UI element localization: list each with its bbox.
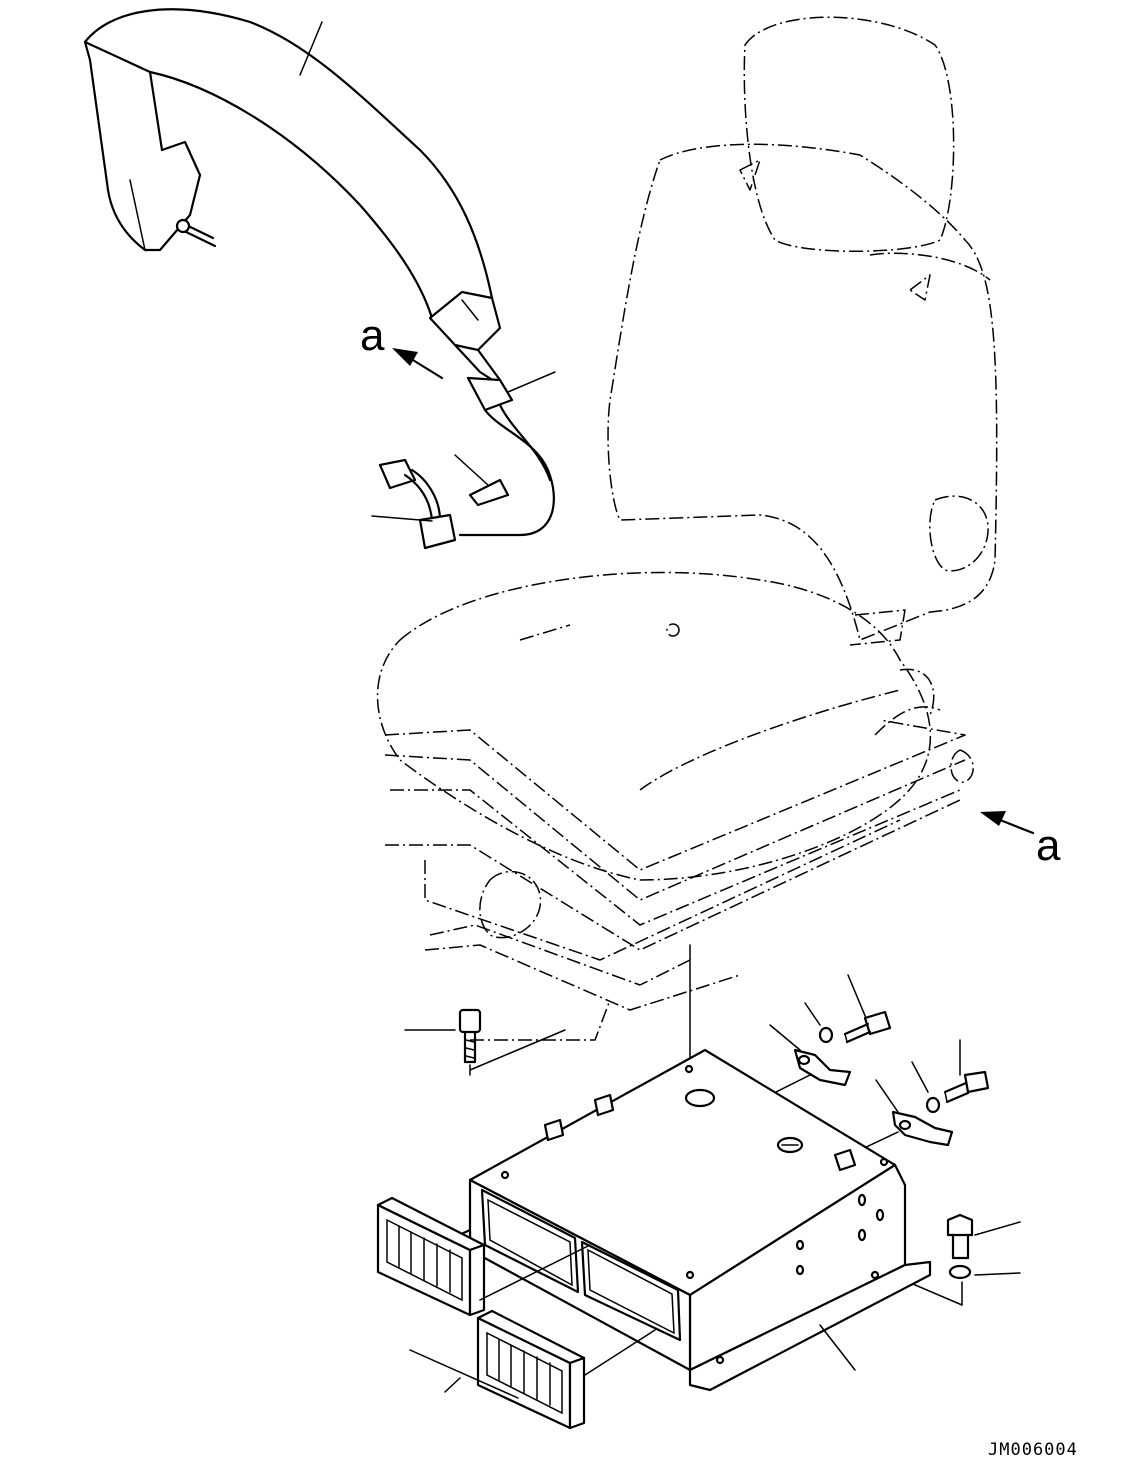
view-arrow-lower: a — [980, 811, 1061, 870]
block-leader-lines — [409, 1244, 656, 1399]
belt-leader-line — [299, 21, 323, 76]
drawing-code: JM006004 — [988, 1440, 1078, 1460]
seat-base-bracket — [446, 1048, 932, 1392]
view-label-upper: a — [360, 311, 385, 360]
connector-block-left — [376, 1196, 486, 1317]
operator-seat — [376, 16, 998, 1041]
bolt-lower-right — [879, 1213, 1021, 1306]
view-arrow-upper: a — [360, 311, 444, 380]
seat-belt — [83, 8, 556, 537]
belt-switch-connector — [371, 454, 510, 550]
seat-mount-bolt-left — [404, 1008, 566, 1076]
connector-block-right — [476, 1309, 586, 1430]
view-label-lower: a — [1036, 821, 1061, 870]
